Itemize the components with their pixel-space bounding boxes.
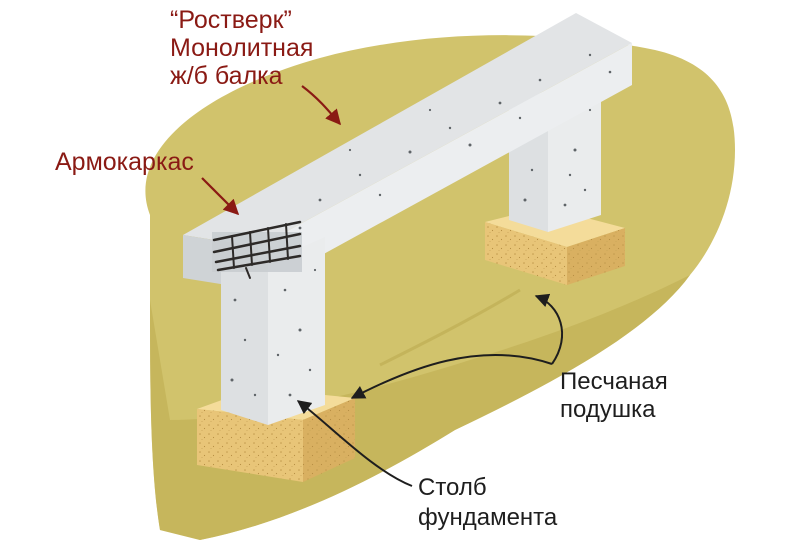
label-rostverk-line2: Монолитная	[170, 34, 314, 62]
arrow-armokarkas	[201, 177, 240, 216]
rebar-cage	[212, 220, 302, 279]
arrow-column	[296, 400, 413, 487]
label-sand-line2: подушка	[560, 396, 656, 423]
label-rostverk-line3: ж/б балка	[170, 62, 283, 90]
front-column	[221, 237, 325, 425]
label-column-line1: Столб	[418, 474, 487, 501]
front-sand-cushion	[197, 388, 355, 482]
label-sand-line1: Песчаная	[560, 368, 668, 395]
label-armokarkas: Армокаркас	[55, 148, 194, 176]
leader-arrows	[201, 85, 563, 487]
arrow-rostverk	[301, 85, 342, 126]
arrow-sand-back	[534, 293, 563, 365]
label-column-line2: фундамента	[418, 504, 558, 531]
arrow-sand-front	[350, 353, 553, 399]
label-rostverk-line1: “Ростверк”	[170, 6, 292, 34]
